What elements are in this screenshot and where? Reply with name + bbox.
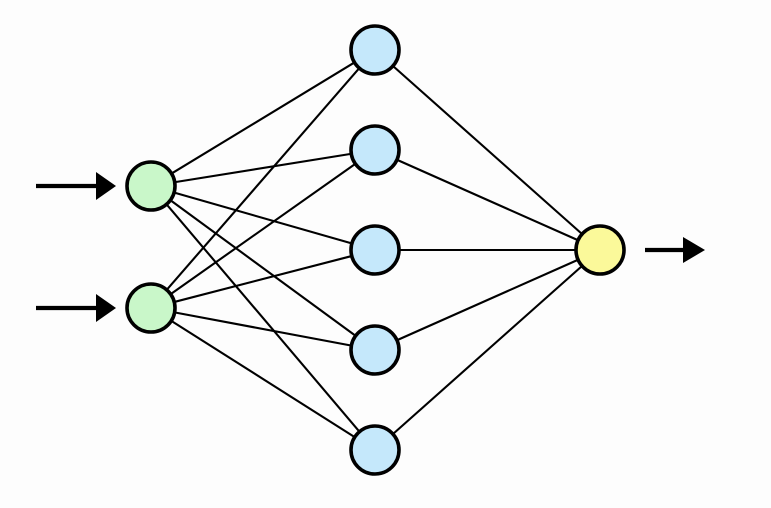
node-h2[interactable] (349, 124, 401, 176)
input-arrow-top-head (96, 172, 116, 200)
connection-edge-i2-h3 (175, 255, 351, 303)
connection-edge-h5-o1 (393, 265, 582, 435)
edges-group (166, 62, 582, 438)
connection-edge-i2-h1 (166, 68, 360, 290)
nodes-group (125, 24, 626, 476)
connection-edge-h4-o1 (397, 259, 578, 341)
connection-edge-i2-h5 (171, 320, 355, 438)
connection-edge-i1-h4 (170, 200, 356, 336)
node-h3[interactable] (349, 224, 401, 276)
output-arrow-head (683, 237, 705, 263)
input-arrow-top (36, 172, 116, 200)
node-i1[interactable] (125, 160, 177, 212)
node-o1[interactable] (574, 224, 626, 276)
connection-edge-i1-h1 (171, 62, 355, 174)
node-h5[interactable] (349, 424, 401, 476)
io-arrows-group (36, 172, 705, 322)
input-arrow-bottom-head (96, 294, 116, 322)
input-arrow-bottom (36, 294, 116, 322)
node-h4[interactable] (349, 324, 401, 376)
connection-edge-i1-h2 (175, 152, 351, 184)
connection-edge-i1-h3 (174, 191, 352, 245)
connection-edge-i1-h5 (166, 204, 360, 432)
connection-edge-h2-o1 (397, 159, 578, 241)
connection-edge-i2-h4 (175, 311, 351, 347)
connection-edge-i2-h2 (170, 163, 356, 295)
connection-edge-h1-o1 (393, 65, 582, 235)
node-h1[interactable] (349, 24, 401, 76)
output-arrow (645, 237, 705, 263)
node-i2[interactable] (125, 282, 177, 334)
